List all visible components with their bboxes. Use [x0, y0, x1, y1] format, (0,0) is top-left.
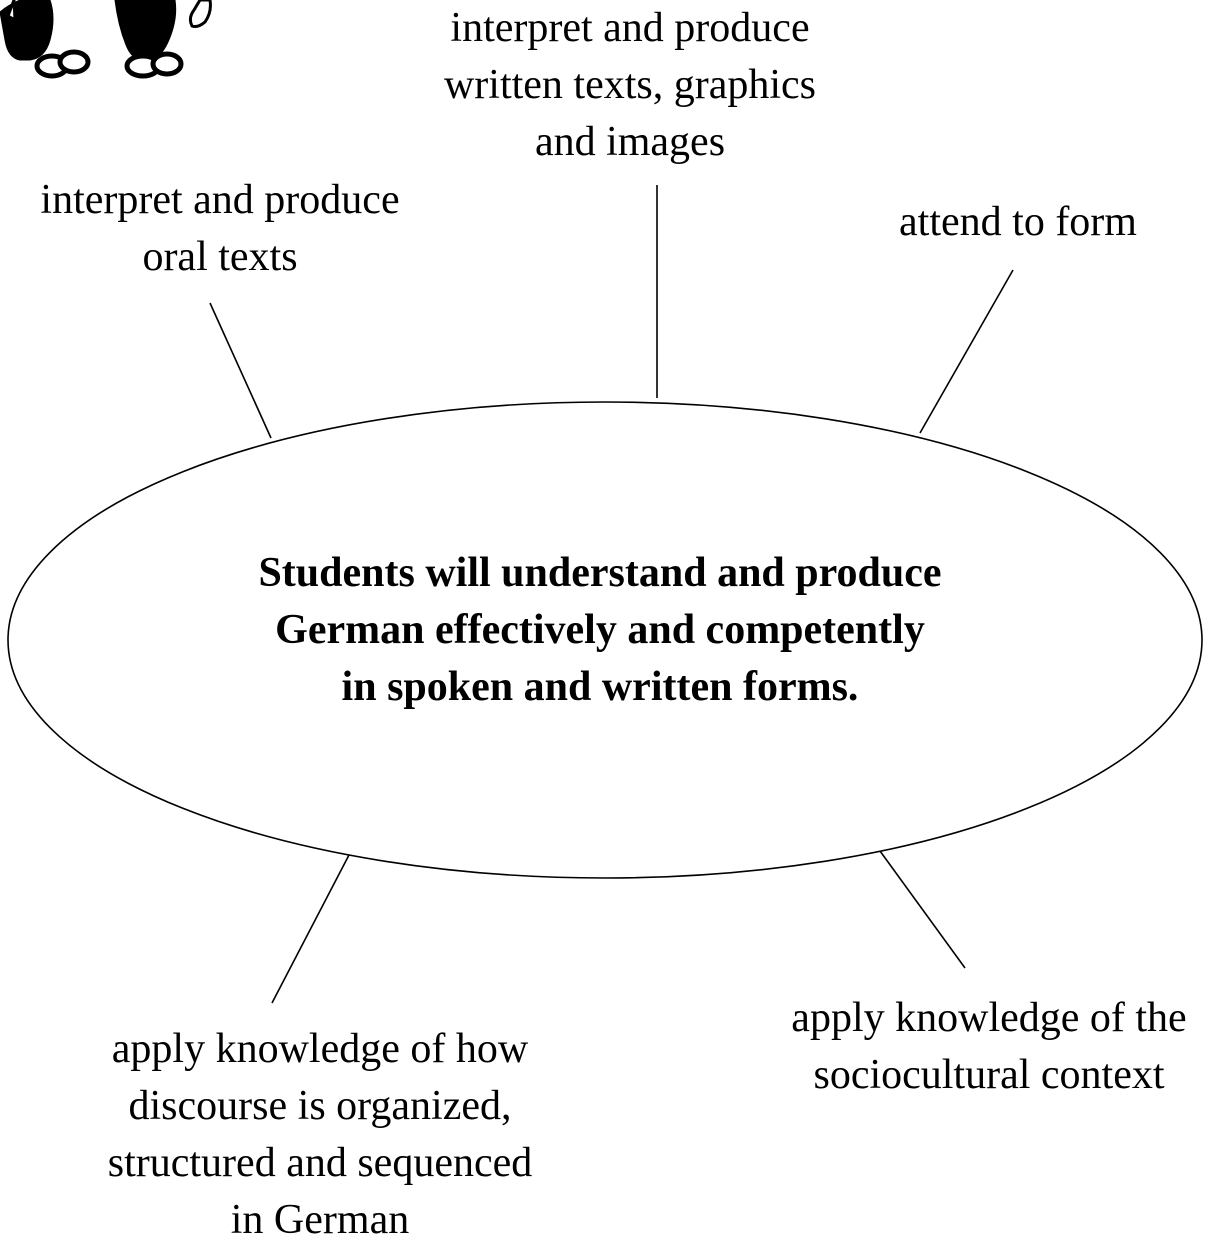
- branch-top-left-label: interpret and produce oral texts: [10, 172, 430, 286]
- central-ellipse: [7, 401, 1203, 879]
- branch-bottom-left-line-4: in German: [230, 1197, 410, 1243]
- branch-top-line-3: and images: [534, 119, 726, 165]
- branch-bottom-left-label: apply knowledge of how discourse is orga…: [70, 1021, 570, 1249]
- branch-top-line-2: written texts, graphics: [443, 62, 817, 108]
- central-statement-line-3: in spoken and written forms.: [341, 664, 859, 710]
- central-statement-line-1: Students will understand and produce: [258, 550, 942, 596]
- central-statement: Students will understand and produce Ger…: [170, 545, 1030, 716]
- branch-bottom-right-line-1: apply knowledge of the: [791, 995, 1187, 1041]
- branch-top-right-label: attend to form: [872, 194, 1164, 251]
- branch-top-right-line-1: attend to form: [899, 199, 1137, 245]
- branch-bottom-right-label: apply knowledge of the sociocultural con…: [758, 990, 1220, 1104]
- connector-top-left: [209, 302, 272, 439]
- branch-bottom-right-line-2: sociocultural context: [813, 1052, 1165, 1098]
- branch-bottom-left-line-1: apply knowledge of how: [111, 1026, 529, 1072]
- branch-top-line-1: interpret and produce: [450, 5, 810, 51]
- connector-bottom-right: [879, 850, 966, 969]
- branch-bottom-left-line-2: discourse is organized,: [128, 1083, 512, 1129]
- central-statement-line-2: German effectively and competently: [275, 607, 925, 653]
- connector-top-right: [919, 269, 1014, 434]
- branch-top-left-line-2: oral texts: [142, 234, 298, 280]
- branch-top-label: interpret and produce written texts, gra…: [417, 0, 843, 171]
- cartoon-figures-icon: [0, 0, 212, 79]
- connector-bottom-left: [271, 854, 350, 1004]
- branch-bottom-left-line-3: structured and sequenced: [107, 1140, 533, 1186]
- branch-top-left-line-1: interpret and produce: [40, 177, 400, 223]
